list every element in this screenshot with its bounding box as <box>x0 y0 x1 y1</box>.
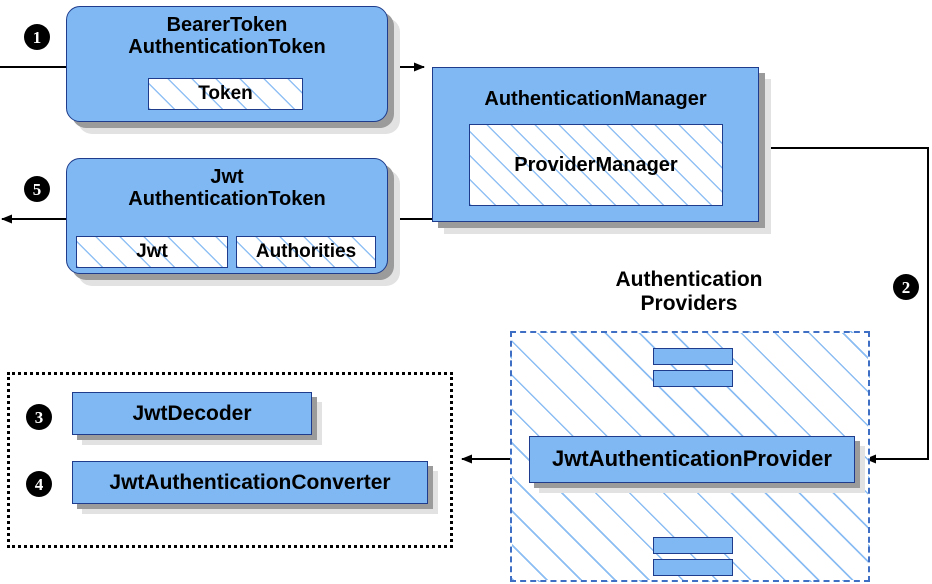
step-badge-4: 4 <box>26 471 52 497</box>
provider-stub-bottom-1[interactable] <box>653 537 733 554</box>
jwt-token-title-line2: AuthenticationToken <box>128 188 326 211</box>
field-jwt: Jwt <box>76 236 228 268</box>
authentication-manager-title: AuthenticationManager <box>484 88 707 110</box>
provider-stub-top-1[interactable] <box>653 348 733 365</box>
bearer-token-title-line2: AuthenticationToken <box>128 36 326 59</box>
step-badge-1: 1 <box>24 24 50 50</box>
authentication-providers-label-line1: Authentication <box>615 268 763 291</box>
node-jwt-decoder[interactable]: JwtDecoder <box>72 392 312 435</box>
field-token: Token <box>148 78 303 110</box>
node-jwt-authentication-converter[interactable]: JwtAuthenticationConverter <box>72 461 428 504</box>
authentication-providers-label: Authentication Providers <box>589 268 789 316</box>
step-badge-5: 5 <box>24 176 50 202</box>
provider-stub-bottom-2[interactable] <box>653 559 733 576</box>
node-provider-manager[interactable]: ProviderManager <box>469 124 723 206</box>
step-badge-2: 2 <box>893 274 919 300</box>
provider-stub-top-2[interactable] <box>653 370 733 387</box>
jwt-support-components-group <box>7 372 453 548</box>
step-badge-3: 3 <box>26 404 52 430</box>
node-jwt-authentication-provider[interactable]: JwtAuthenticationProvider <box>529 436 855 483</box>
field-authorities: Authorities <box>236 236 376 268</box>
jwt-token-title-line1: Jwt <box>210 166 244 188</box>
bearer-token-title-line1: BearerToken <box>166 14 288 36</box>
authentication-providers-label-line2: Providers <box>640 292 738 316</box>
